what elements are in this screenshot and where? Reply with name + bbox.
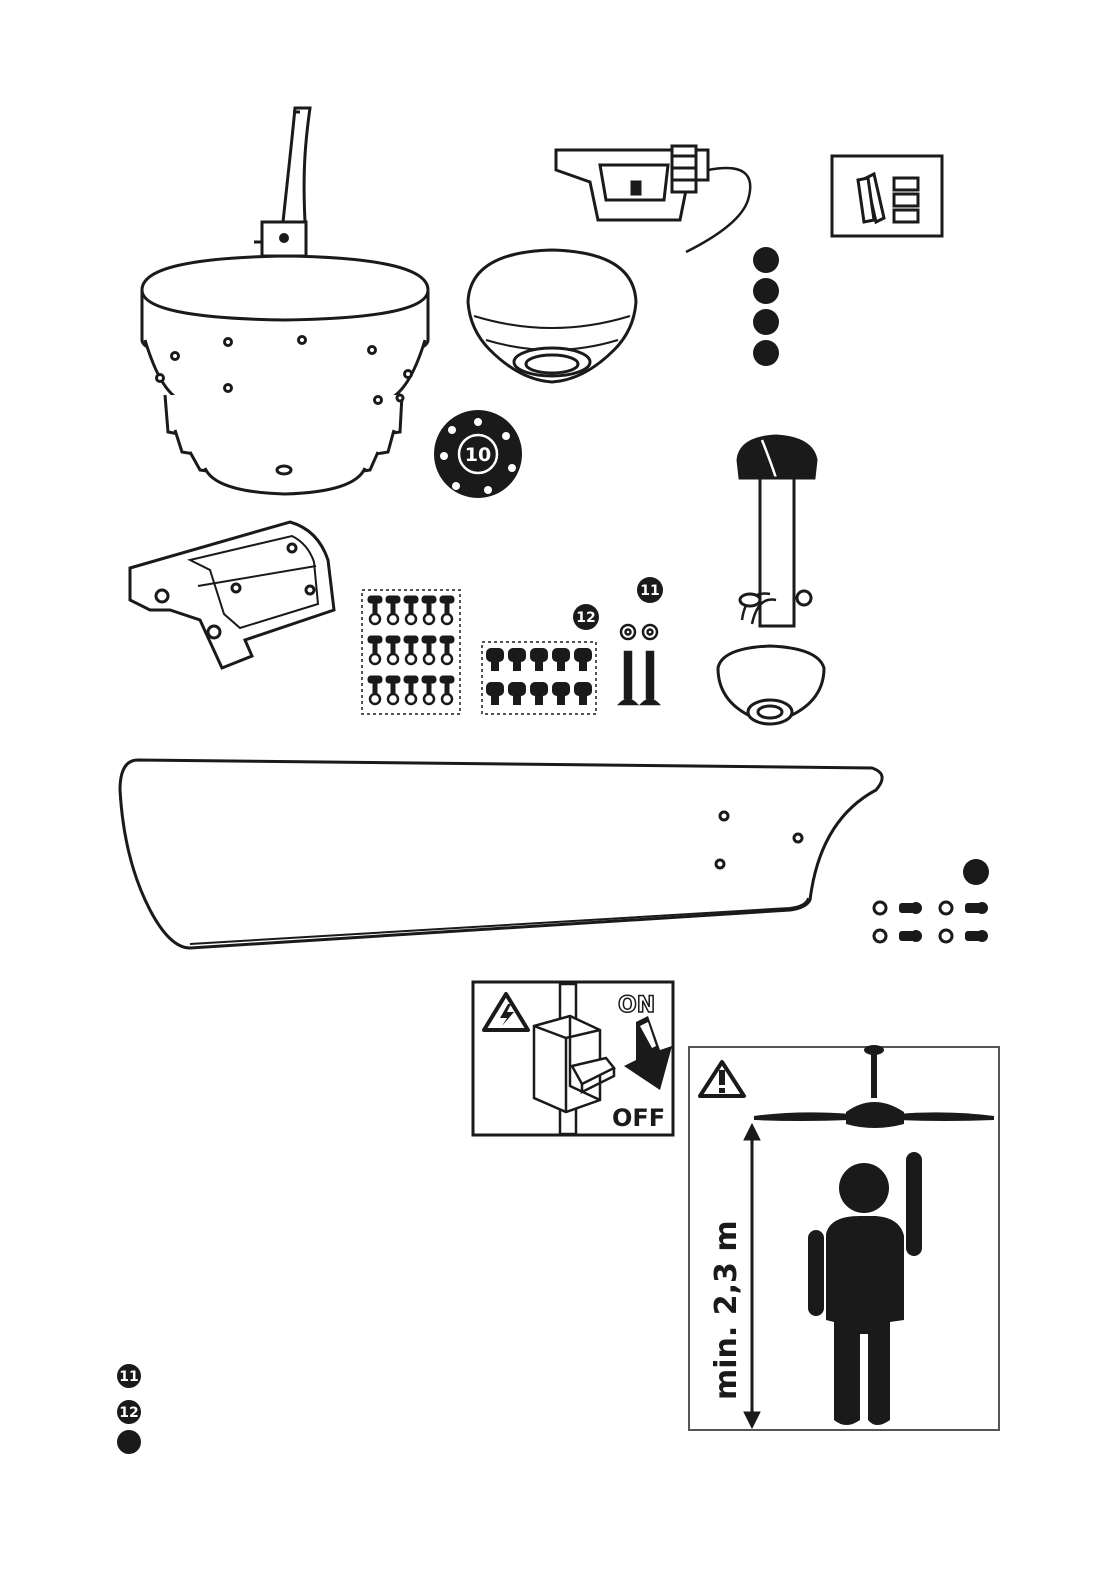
switch-on-label: ON	[618, 993, 655, 1018]
remote-battery-box	[832, 156, 942, 236]
badge-bracket-1	[753, 247, 779, 273]
fan-blade-illustration	[120, 760, 882, 948]
canopy-illustration	[468, 250, 636, 382]
badge-bracket-3	[753, 309, 779, 335]
badge-long-screws: 11	[640, 583, 659, 599]
svg-text:12: 12	[119, 1405, 138, 1421]
legend-item-2: 12	[117, 1400, 141, 1424]
badge-screw-bag: 12	[576, 610, 595, 626]
screw-set-large	[362, 590, 460, 714]
receiver-unit-illustration	[556, 146, 750, 252]
min-height-warning-panel: min. 2,3 m	[689, 1045, 999, 1430]
legend-list: 11 12	[117, 1364, 141, 1454]
badge-bracket-4	[753, 340, 779, 366]
downrod-illustration	[718, 436, 824, 724]
screw-bag-illustration: 12	[482, 604, 599, 714]
mounting-plate-illustration: 10	[434, 410, 522, 498]
svg-text:11: 11	[119, 1369, 138, 1385]
motor-housing-illustration	[142, 108, 428, 494]
switch-off-label: OFF	[612, 1104, 665, 1132]
bracket-badge-stack	[753, 247, 779, 366]
balance-kit-illustration	[874, 859, 989, 942]
long-screws-illustration: 11	[620, 577, 663, 704]
min-height-label: min. 2,3 m	[709, 1220, 744, 1400]
badge-mounting-plate: 10	[465, 444, 491, 466]
legend-item-1: 11	[117, 1364, 141, 1388]
power-off-warning-panel: ON OFF	[473, 982, 673, 1135]
legend-item-3	[117, 1430, 141, 1454]
blade-arm-illustration	[130, 522, 334, 668]
badge-bracket-2	[753, 278, 779, 304]
